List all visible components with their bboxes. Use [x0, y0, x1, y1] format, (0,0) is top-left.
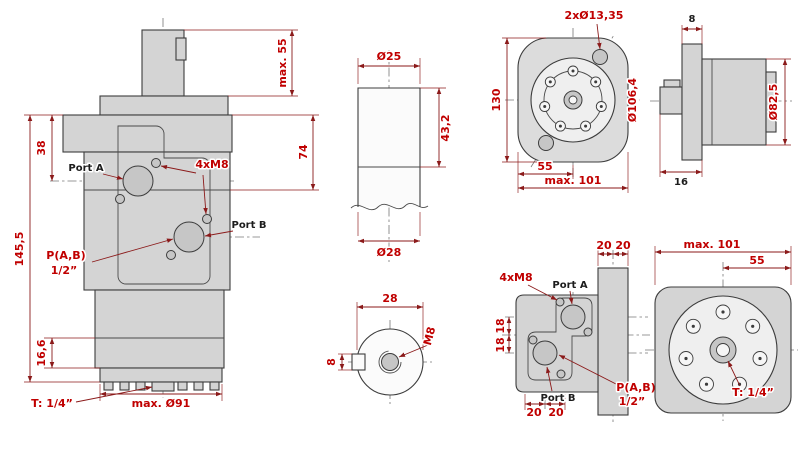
dim-18-top: 18	[494, 318, 507, 333]
dim-d106-4: Ø106,4	[626, 78, 639, 122]
m8-hole	[583, 327, 593, 337]
port-b-label: Port B	[231, 220, 266, 231]
keyway-slot	[351, 353, 366, 371]
dim-d28: Ø28	[377, 246, 402, 259]
mounting-hole	[538, 135, 554, 151]
port-a-hole	[122, 165, 154, 197]
m8-hole	[528, 335, 538, 345]
mounting-hole	[592, 49, 608, 65]
dim-20-bottom-left: 20	[526, 406, 542, 419]
flange-edge	[597, 267, 629, 416]
flange-plate-side	[681, 43, 703, 161]
dim-max-55: max. 55	[276, 38, 289, 87]
dim-18-bottom: 18	[494, 337, 507, 352]
shaft-key	[175, 37, 187, 61]
pressure-port-label: P(A,B)	[46, 249, 85, 262]
dim-8-flange: 8	[689, 14, 696, 25]
dim-28: 28	[382, 292, 397, 305]
dim-145-5: 145,5	[13, 232, 26, 267]
pressure-port-size-label: 1/2”	[619, 395, 646, 408]
m8-hole	[166, 250, 176, 260]
dim-8-keyway: 8	[325, 358, 338, 366]
break-line	[350, 203, 429, 211]
shaft-cylinder	[357, 87, 421, 207]
dim-max-d91: max. Ø91	[132, 397, 191, 410]
dim-43-2: 43,2	[439, 114, 452, 141]
port-plate-contour	[527, 297, 593, 381]
dim-130: 130	[490, 88, 503, 111]
m8-holes-label: 4xM8	[499, 271, 532, 284]
drain-label: T: 1/4”	[31, 397, 73, 410]
port-plate-contour	[117, 125, 211, 285]
port-a-hole	[560, 304, 586, 330]
port-b-hole	[532, 340, 558, 366]
m8-hole	[115, 194, 125, 204]
body-side	[701, 58, 767, 146]
m8-hole	[556, 369, 566, 379]
m8-holes-label: 4xM8	[195, 158, 228, 171]
dim-16-6: 16,6	[35, 339, 48, 366]
shaft-key-side	[663, 79, 681, 88]
dim-74: 74	[297, 144, 310, 160]
flange-side-view: 8 Ø82,5 16	[650, 13, 792, 190]
port-b-label: Port B	[540, 393, 575, 404]
shaft-end-view: 28 8 M8	[324, 291, 440, 404]
m8-hole	[151, 158, 161, 168]
flange-face-view: 2xØ13,35 130 55 max. 101 Ø106,4	[489, 8, 641, 193]
port-b-hole	[173, 221, 205, 253]
drain-label: T: 1/4”	[732, 386, 774, 399]
port-a-label: Port A	[552, 280, 587, 291]
m8-thread-hole	[381, 353, 399, 371]
pressure-port-size-label: 1/2”	[51, 264, 78, 277]
drain-plug	[151, 381, 175, 392]
dim-max-101: max. 101	[684, 238, 741, 251]
port-a-label: Port A	[68, 163, 103, 174]
dim-20-top-left: 20	[596, 239, 612, 252]
mounting-flange	[62, 114, 233, 153]
m8-thread-label: M8	[421, 325, 438, 346]
shaft-side	[659, 86, 683, 115]
dim-20-top-right: 20	[615, 239, 631, 252]
dim-38: 38	[35, 140, 48, 155]
m8-hole	[202, 214, 212, 224]
dim-20-bottom-right: 20	[548, 406, 564, 419]
dim-55: 55	[749, 254, 764, 267]
dim-d25: Ø25	[377, 50, 402, 63]
pressure-port-label: P(A,B)	[616, 381, 655, 394]
dim-2xd13-35: 2xØ13,35	[565, 9, 624, 22]
port-face-view: 20 20 18 18 20 20 4xM8 Port A Port B P(A…	[493, 238, 657, 425]
dim-max-101: max. 101	[545, 174, 602, 187]
dim-55: 55	[537, 160, 552, 173]
front-view: 145,5 38 16,6 max. 55 74 max. Ø91 T: 1/4…	[12, 18, 319, 412]
rear-view: max. 101 55 T: 1/4”	[645, 237, 798, 421]
shaft-side-view: Ø25 43,2 Ø28	[350, 49, 454, 262]
m8-hole	[555, 297, 565, 307]
dim-d82-5: Ø82,5	[767, 84, 780, 121]
dim-16: 16	[674, 177, 688, 188]
